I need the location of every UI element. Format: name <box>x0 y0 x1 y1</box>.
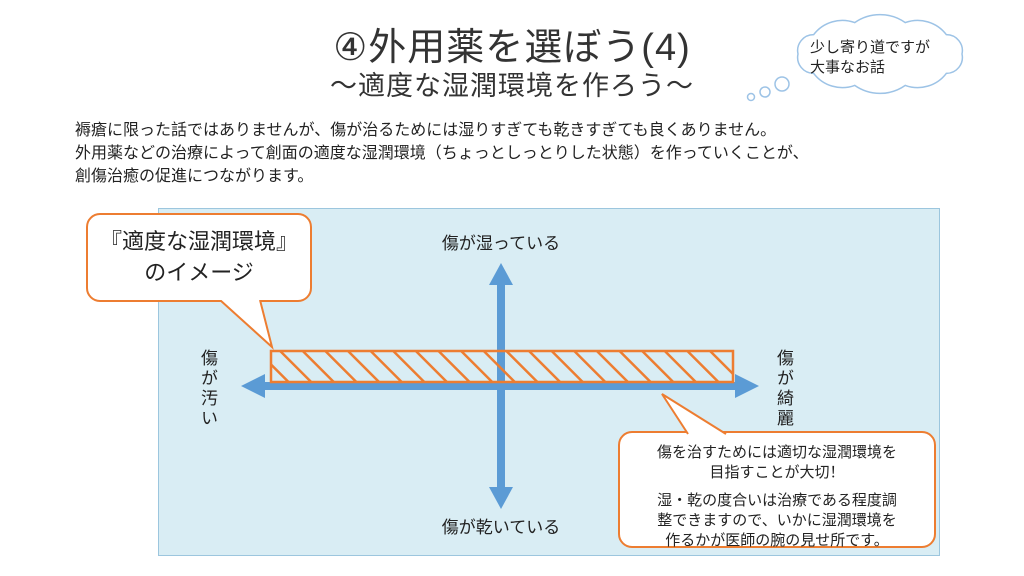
callout-moist-image-text: 『適度な湿潤環境』 のイメージ <box>99 229 298 285</box>
body-line-3: 創傷治癒の促進につながります。 <box>75 168 314 185</box>
page-title: ④外用薬を選ぼう(4) <box>333 27 691 69</box>
thought-cloud: 少し寄り道ですが 大事なお話 <box>740 12 972 108</box>
callout-moist-image: 『適度な湿潤環境』 のイメージ <box>86 213 312 302</box>
callout-explanation-para1: 傷を治すためには適切な湿潤環境を 目指すことが大切！ <box>656 444 897 481</box>
horizontal-axis-arrow <box>241 374 759 398</box>
page-subtitle: ～適度な湿潤環境を作ろう～ <box>330 71 694 101</box>
label-wound-dry: 傷が乾いている <box>441 518 561 537</box>
cloud-note: 少し寄り道ですが 大事なお話 <box>810 38 950 78</box>
label-wound-dirty: 傷が汚い <box>198 349 217 429</box>
body-paragraph: 褥瘡に限った話ではありませんが、傷が治るためには湿りすぎても乾きすぎても良くあり… <box>75 119 965 188</box>
callout-explanation-para2: 湿・乾の度合いは治療である程度調 整できますので、いかに湿潤環境を 作るかが医師… <box>657 492 897 549</box>
label-wound-clean: 傷が綺麗 <box>774 349 793 429</box>
cloud-note-line1: 少し寄り道ですが <box>810 39 931 56</box>
label-wound-wet: 傷が湿っている <box>441 234 561 253</box>
cloud-shape-icon <box>746 13 964 102</box>
callout-explanation: 傷を治すためには適切な湿潤環境を 目指すことが大切！ 湿・乾の度合いは治療である… <box>618 431 936 549</box>
body-line-2: 外用薬などの治療によって創面の適度な湿潤環境（ちょっとしっとりした状態）を作って… <box>75 145 809 162</box>
axes-graphic <box>241 263 759 509</box>
body-line-1: 褥瘡に限った話ではありませんが、傷が治るためには湿りすぎても乾きすぎても良くあり… <box>75 122 777 139</box>
moist-zone-hatched-rect <box>269 349 735 384</box>
callout-explanation-tail <box>661 393 727 435</box>
callout-moist-image-tail <box>219 300 274 350</box>
cloud-note-line2: 大事なお話 <box>810 59 886 76</box>
